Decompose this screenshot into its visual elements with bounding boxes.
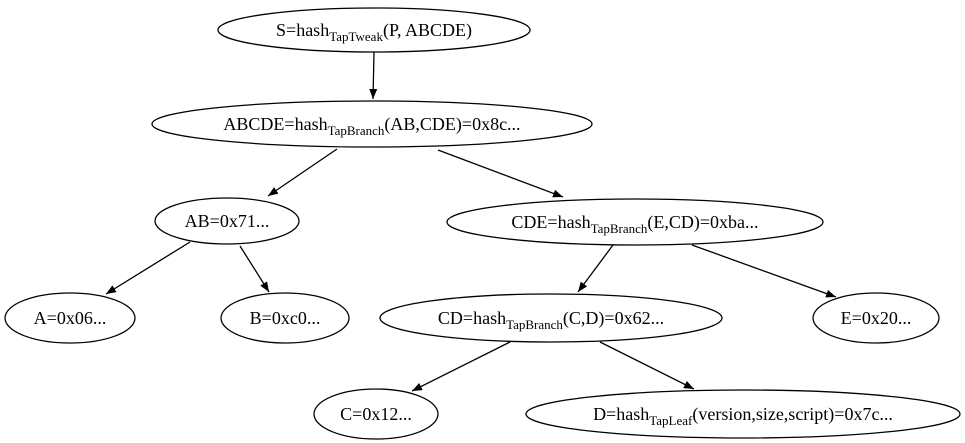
- node-cd-label: CD=hashTapBranch(C,D)=0x62...: [438, 308, 664, 332]
- node-c-ellipse: [313, 388, 439, 440]
- edge-s-to-abcde: [369, 51, 378, 100]
- node-ab-label: AB=0x71...: [185, 211, 270, 231]
- edge-cde-to-cd: [577, 244, 614, 293]
- node-b: B=0xc0...: [220, 292, 350, 344]
- node-layer: S=hashTapTweak(P, ABCDE) ABCDE=hashTapBr…: [4, 7, 961, 440]
- edge-cd-to-d: [599, 341, 695, 390]
- node-e-label: E=0x20...: [841, 308, 912, 328]
- node-c: C=0x12...: [313, 388, 439, 440]
- edge-layer: [105, 51, 837, 392]
- node-e-ellipse: [812, 292, 940, 344]
- node-s-ellipse: [217, 7, 531, 53]
- node-a-ellipse: [4, 292, 136, 344]
- node-cd: CD=hashTapBranch(C,D)=0x62...: [379, 293, 723, 343]
- node-b-ellipse: [220, 292, 350, 344]
- node-cd-ellipse: [379, 293, 723, 343]
- node-s-label: S=hashTapTweak(P, ABCDE): [276, 20, 472, 44]
- node-e: E=0x20...: [812, 292, 940, 344]
- node-abcde-label: ABCDE=hashTapBranch(AB,CDE)=0x8c...: [223, 114, 520, 138]
- node-b-label: B=0xc0...: [250, 308, 321, 328]
- node-cde-ellipse: [446, 198, 824, 246]
- edge-ab-to-a: [105, 241, 191, 295]
- node-s: S=hashTapTweak(P, ABCDE): [217, 7, 531, 53]
- edge-ab-to-b: [239, 245, 270, 293]
- edge-cd-to-c: [411, 341, 511, 392]
- node-c-label: C=0x12...: [340, 404, 412, 424]
- node-d-ellipse: [525, 389, 961, 439]
- node-a-label: A=0x06...: [34, 308, 107, 328]
- edge-abcde-to-ab: [267, 148, 338, 197]
- node-d: D=hashTapLeaf(version,size,script)=0x7c.…: [525, 389, 961, 439]
- edge-cde-to-e: [691, 244, 837, 298]
- node-ab-ellipse: [154, 197, 300, 245]
- node-d-label: D=hashTapLeaf(version,size,script)=0x7c.…: [593, 404, 893, 428]
- node-cde: CDE=hashTapBranch(E,CD)=0xba...: [446, 198, 824, 246]
- node-abcde-ellipse: [151, 100, 593, 148]
- node-ab: AB=0x71...: [154, 197, 300, 245]
- edge-abcde-to-cde: [437, 149, 564, 198]
- node-a: A=0x06...: [4, 292, 136, 344]
- node-cde-label: CDE=hashTapBranch(E,CD)=0xba...: [511, 212, 758, 236]
- node-abcde: ABCDE=hashTapBranch(AB,CDE)=0x8c...: [151, 100, 593, 148]
